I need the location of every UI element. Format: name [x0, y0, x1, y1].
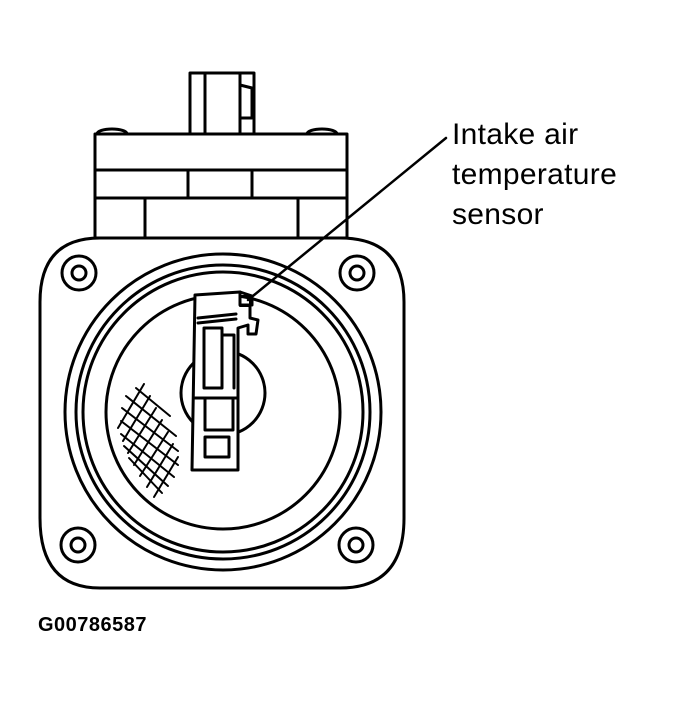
- electrical-connector: [188, 71, 256, 141]
- intake-air-temperature-sensor: [239, 295, 251, 307]
- mounting-holes: [59, 254, 376, 564]
- callout-label-line-1: Intake air: [452, 118, 579, 151]
- callout-label-line-2: temperature: [452, 158, 618, 191]
- figure-id: G00786587: [38, 614, 148, 636]
- callout-leader-line: [246, 136, 448, 302]
- callout-label-line-3: sensor: [452, 198, 544, 231]
- sensor-housing: [93, 127, 349, 240]
- mesh-screen: [117, 383, 179, 498]
